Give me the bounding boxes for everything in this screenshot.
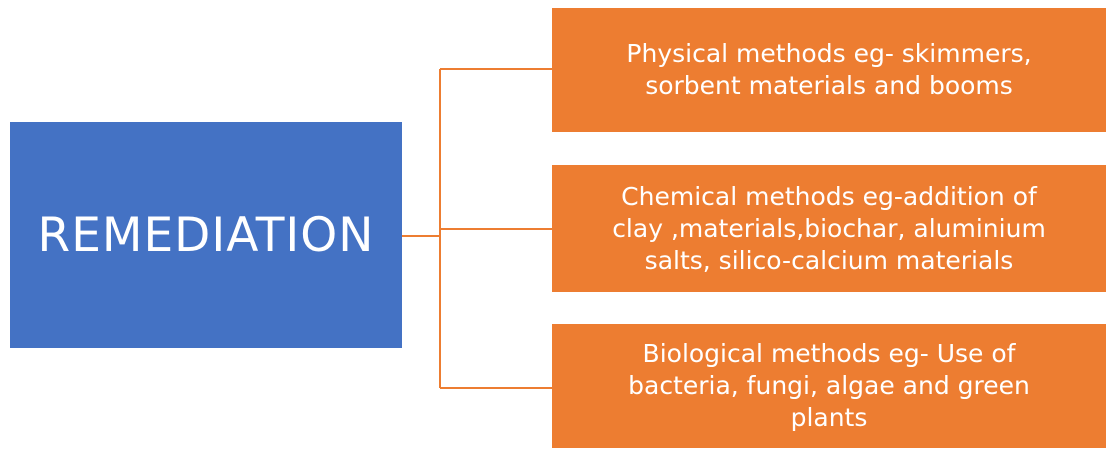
branch-node-chemical-methods: Chemical methods eg-addition of clay ,ma…: [552, 165, 1106, 292]
branch-node-label: Chemical methods eg-addition of clay ,ma…: [612, 181, 1046, 275]
branch-node-label: Physical methods eg- skimmers, sorbent m…: [626, 39, 1032, 100]
root-node-remediation: REMEDIATION: [10, 122, 402, 348]
branch-node-biological-methods: Biological methods eg- Use of bacteria, …: [552, 324, 1106, 448]
root-node-label: REMEDIATION: [37, 207, 375, 263]
branch-node-physical-methods: Physical methods eg- skimmers, sorbent m…: [552, 8, 1106, 132]
branch-node-label: Biological methods eg- Use of bacteria, …: [628, 339, 1030, 432]
